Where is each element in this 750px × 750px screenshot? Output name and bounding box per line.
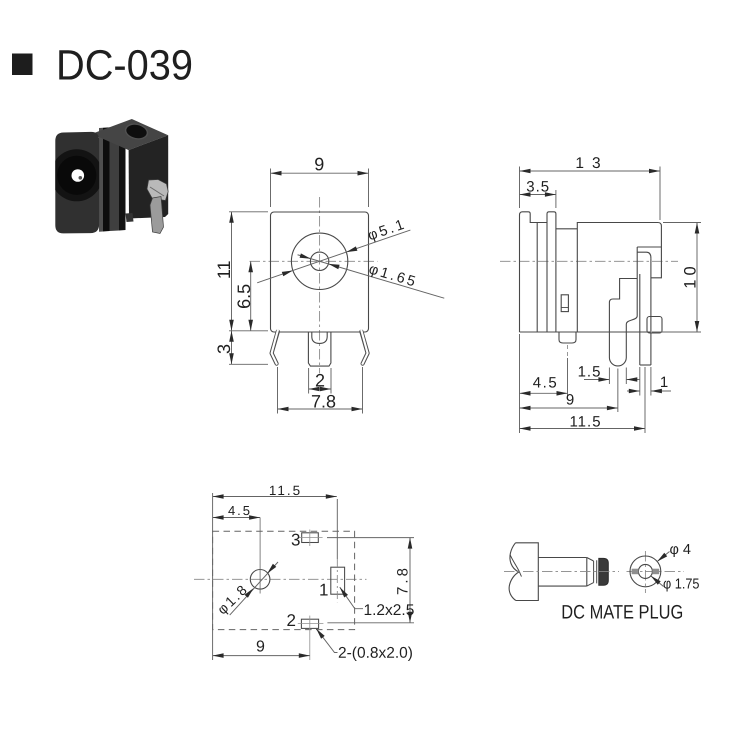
svg-text:1: 1 xyxy=(319,580,328,599)
svg-text:4.5: 4.5 xyxy=(533,374,558,391)
svg-text:3: 3 xyxy=(214,344,234,354)
svg-text:7.8: 7.8 xyxy=(311,391,336,411)
svg-text:1: 1 xyxy=(660,374,668,391)
svg-text:φ 1.75: φ 1.75 xyxy=(663,577,700,593)
svg-text:DC MATE PLUG: DC MATE PLUG xyxy=(561,601,683,623)
svg-text:DC-039: DC-039 xyxy=(56,43,193,90)
svg-text:2: 2 xyxy=(315,370,325,390)
svg-text:3.5: 3.5 xyxy=(526,178,550,195)
svg-text:6.5: 6.5 xyxy=(234,284,254,309)
svg-text:2-(0.8x2.0): 2-(0.8x2.0) xyxy=(338,645,413,662)
svg-text:2: 2 xyxy=(287,611,296,630)
svg-text:11.5: 11.5 xyxy=(569,413,601,430)
svg-text:13: 13 xyxy=(575,155,608,172)
svg-text:9: 9 xyxy=(314,154,324,174)
svg-text:3: 3 xyxy=(291,530,300,549)
svg-text:7.8: 7.8 xyxy=(395,565,412,595)
svg-text:φ 4: φ 4 xyxy=(669,542,691,558)
svg-text:1.2x2.5: 1.2x2.5 xyxy=(363,602,414,619)
svg-text:9: 9 xyxy=(566,391,574,408)
svg-text:11.5: 11.5 xyxy=(269,483,302,498)
svg-text:11: 11 xyxy=(214,260,234,279)
svg-text:10: 10 xyxy=(682,262,700,288)
svg-text:4.5: 4.5 xyxy=(228,503,252,518)
svg-text:9: 9 xyxy=(256,638,265,655)
svg-text:1.5: 1.5 xyxy=(578,363,602,380)
